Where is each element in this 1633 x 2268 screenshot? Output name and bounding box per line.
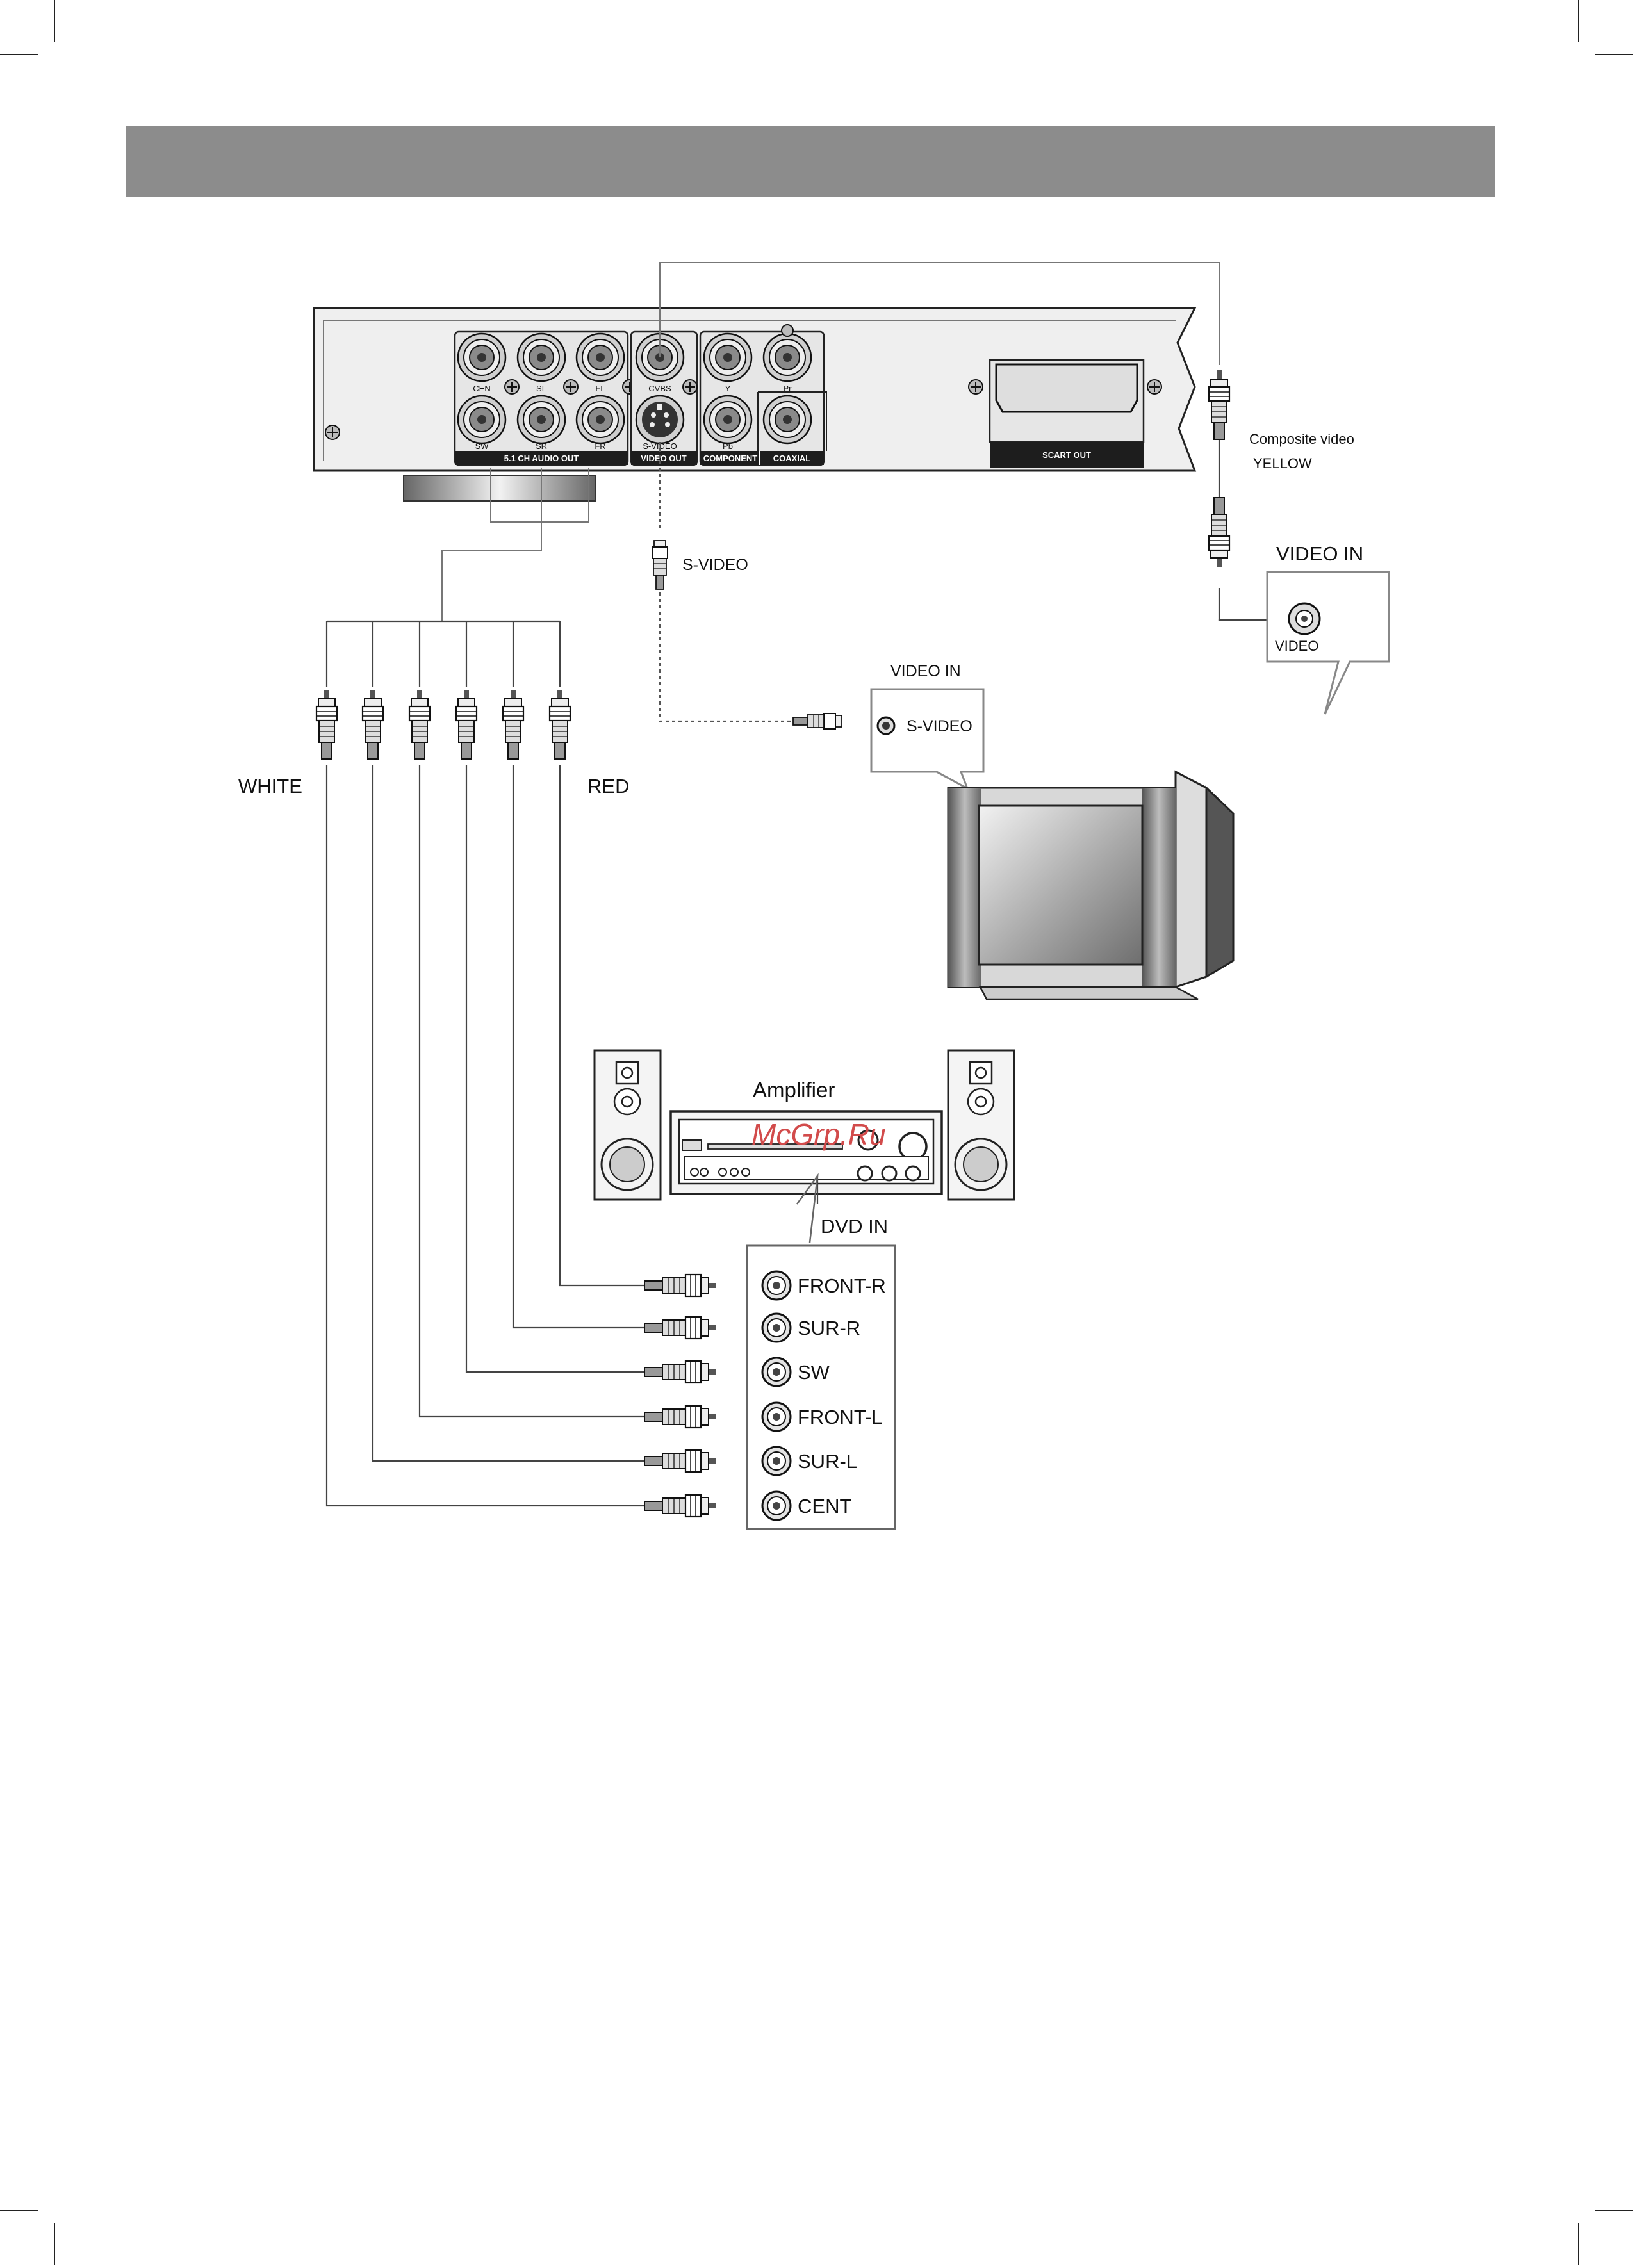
s-video-callout: VIDEO IN S-VIDEO: [871, 662, 983, 788]
jack-pr[interactable]: [764, 334, 811, 381]
audio-out-label: 5.1 CH AUDIO OUT: [504, 453, 579, 463]
s-video-plug-lower: [793, 714, 842, 729]
jack-sw[interactable]: [458, 396, 505, 443]
jack-sur-l[interactable]: [762, 1447, 791, 1475]
speaker-left: [595, 1050, 661, 1200]
audio-screw: [564, 380, 578, 394]
jack-s-video[interactable]: [636, 396, 684, 443]
speaker-right: [948, 1050, 1014, 1200]
jack-front-l[interactable]: [762, 1403, 791, 1431]
jack-cen[interactable]: [458, 334, 505, 381]
amp-input-plug: [644, 1361, 716, 1383]
jack-front-r[interactable]: [762, 1271, 791, 1300]
video-in-title: VIDEO IN: [1276, 543, 1363, 565]
audio-plugs: [316, 690, 570, 759]
panel-ground-screw: [782, 325, 793, 336]
jack-cent[interactable]: [762, 1492, 791, 1520]
scart-screw: [1147, 380, 1161, 394]
composite-plug-bottom: [1209, 498, 1229, 567]
label-y: Y: [725, 384, 731, 393]
jack-coaxial[interactable]: [764, 396, 811, 443]
header-band: [126, 126, 1495, 197]
component-label: COMPONENT: [703, 453, 758, 463]
television: [948, 772, 1233, 999]
label-sr: SR: [536, 441, 547, 451]
audio-plug: [456, 690, 477, 759]
jack-fr[interactable]: [577, 396, 624, 443]
jack-sw-in[interactable]: [762, 1358, 791, 1386]
input-label-front-l: FRONT-L: [798, 1406, 883, 1428]
tv-s-video-jack[interactable]: [878, 717, 894, 734]
label-fr: FR: [595, 441, 605, 451]
panel-foot: [404, 475, 596, 501]
amp-input-plug: [644, 1495, 716, 1517]
label-sw: SW: [475, 441, 489, 451]
s-video-in-title: VIDEO IN: [890, 662, 961, 680]
dvd-back-panel: CEN SL FL SW SR FR 5.1 CH AUDIO OUT CVBS…: [314, 308, 1195, 501]
video-in-callout: VIDEO IN VIDEO: [1267, 543, 1389, 714]
dvd-in-title: DVD IN: [821, 1215, 888, 1237]
jack-fl[interactable]: [577, 334, 624, 381]
jack-pb[interactable]: [704, 396, 751, 443]
audio-plug: [503, 690, 523, 759]
s-video-jack-label: S-VIDEO: [907, 717, 972, 735]
panel-screw: [969, 380, 983, 394]
amp-input-plug: [644, 1275, 716, 1296]
composite-video-title: Composite video: [1249, 431, 1354, 447]
video-jack-label: VIDEO: [1275, 638, 1318, 654]
amplifier-title: Amplifier: [753, 1078, 835, 1102]
amp-input-plug: [644, 1450, 716, 1472]
video-out-label: VIDEO OUT: [641, 453, 687, 463]
label-pb: Pb: [723, 441, 733, 451]
red-label: RED: [587, 775, 629, 797]
jack-sur-r[interactable]: [762, 1314, 791, 1342]
input-label-sur-r: SUR-R: [798, 1317, 860, 1339]
amp-input-plugs: [644, 1275, 716, 1517]
amp-input-plug: [644, 1317, 716, 1339]
video-screw: [683, 380, 697, 394]
label-fl: FL: [595, 384, 605, 393]
composite-color-name: YELLOW: [1253, 455, 1312, 471]
audio-screw: [505, 380, 519, 394]
input-label-sw: SW: [798, 1361, 830, 1383]
jack-y[interactable]: [704, 334, 751, 381]
scart-out-label: SCART OUT: [1042, 450, 1091, 460]
label-cen: CEN: [473, 384, 490, 393]
input-label-cent: CENT: [798, 1495, 851, 1517]
audio-plug: [363, 690, 383, 759]
label-sl: SL: [536, 384, 546, 393]
tv-video-jack[interactable]: [1289, 603, 1320, 634]
white-label: WHITE: [238, 775, 302, 797]
audio-plug: [316, 690, 337, 759]
s-video-plug-upper: [652, 541, 668, 589]
coaxial-label: COAXIAL: [773, 453, 811, 463]
scart-connector[interactable]: [996, 364, 1137, 412]
label-cvbs: CVBS: [648, 384, 671, 393]
audio-plug: [550, 690, 570, 759]
jack-sl[interactable]: [518, 334, 565, 381]
input-label-front-r: FRONT-R: [798, 1275, 886, 1297]
panel-screw: [325, 425, 340, 439]
amp-input-plug: [644, 1406, 716, 1428]
input-label-sur-l: SUR-L: [798, 1450, 857, 1473]
s-video-cable-label: S-VIDEO: [682, 556, 748, 574]
watermark: McGrp.Ru: [751, 1118, 886, 1151]
jack-sr[interactable]: [518, 396, 565, 443]
composite-plug-top: [1209, 370, 1229, 439]
audio-plug: [409, 690, 430, 759]
